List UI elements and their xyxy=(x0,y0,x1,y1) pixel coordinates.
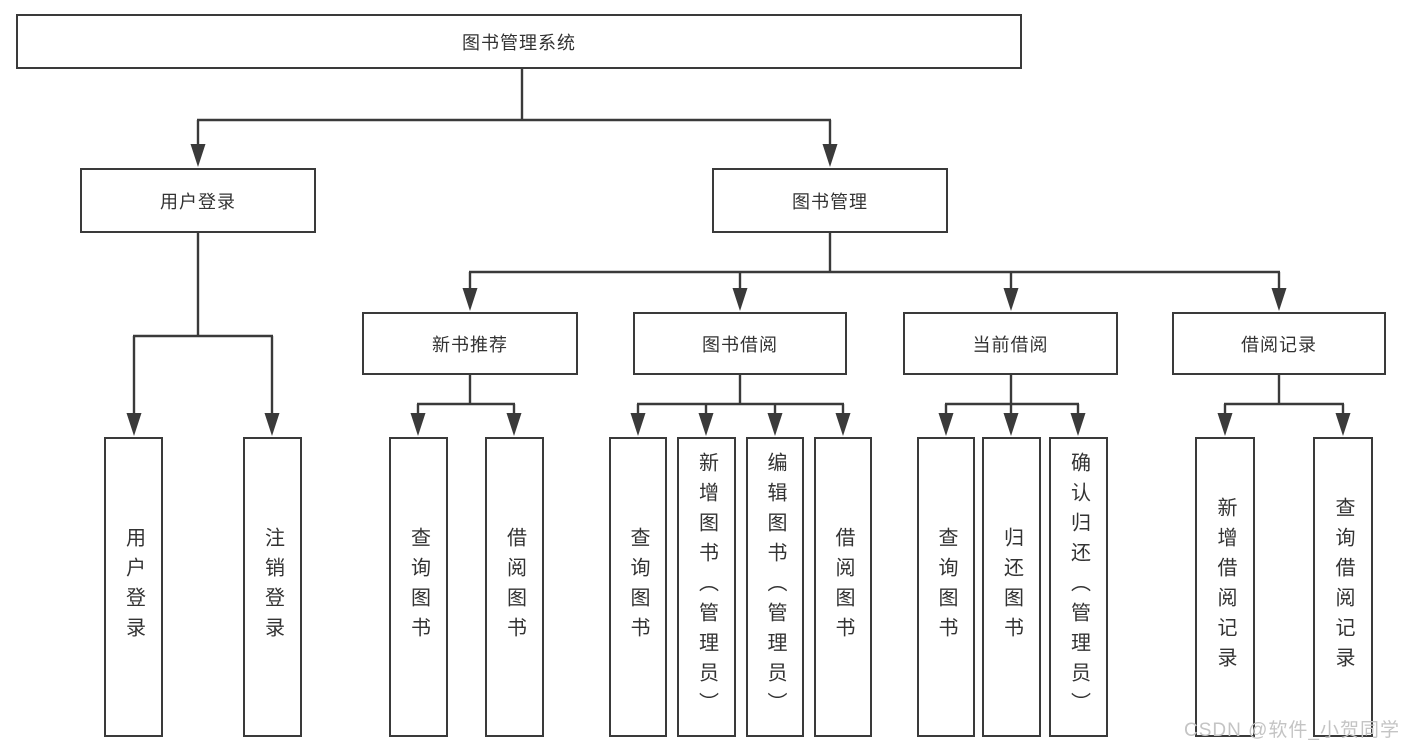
leaf-return-books: 归还图书 xyxy=(982,437,1041,737)
leaf-query-books-borrowing: 查询图书 xyxy=(609,437,667,737)
node-book-management: 图书管理 xyxy=(712,168,948,233)
leaf-edit-books-admin: 编辑图书（管理员） xyxy=(746,437,804,737)
leaf-add-borrow-record: 新增借阅记录 xyxy=(1195,437,1255,737)
node-user-login: 用户登录 xyxy=(80,168,316,233)
node-new-book-recommendation: 新书推荐 xyxy=(362,312,578,375)
leaf-query-books-recommend: 查询图书 xyxy=(389,437,448,737)
leaf-borrow-books: 借阅图书 xyxy=(814,437,872,737)
leaf-user-login: 用户登录 xyxy=(104,437,163,737)
leaf-query-books-current: 查询图书 xyxy=(917,437,975,737)
leaf-add-books-admin: 新增图书（管理员） xyxy=(677,437,736,737)
leaf-borrow-books-recommend: 借阅图书 xyxy=(485,437,544,737)
leaf-query-borrow-record: 查询借阅记录 xyxy=(1313,437,1373,737)
node-borrowing-records: 借阅记录 xyxy=(1172,312,1386,375)
node-current-borrowing: 当前借阅 xyxy=(903,312,1118,375)
node-book-borrowing: 图书借阅 xyxy=(633,312,847,375)
leaf-confirm-return-admin: 确认归还（管理员） xyxy=(1049,437,1108,737)
watermark-text: CSDN @软件_小贺同学 xyxy=(1184,720,1400,741)
node-library-management-system: 图书管理系统 xyxy=(16,14,1022,69)
arrowhead-icons xyxy=(126,144,1351,436)
leaf-logout-login: 注销登录 xyxy=(243,437,302,737)
